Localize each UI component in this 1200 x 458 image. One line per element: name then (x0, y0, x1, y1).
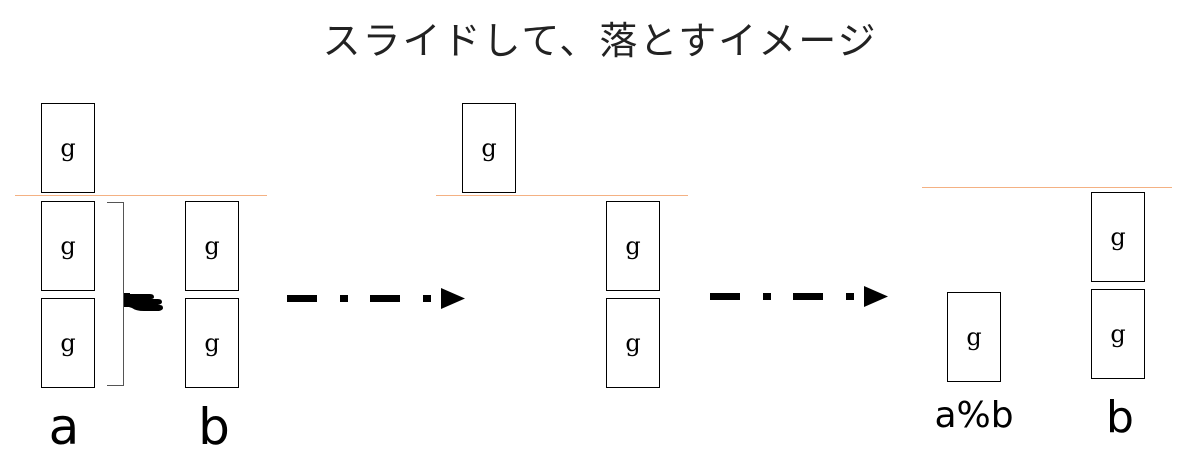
card-a-bottom: g (41, 298, 95, 388)
card-stage3-bottom: g (1091, 289, 1145, 379)
card-b-top: g (185, 201, 239, 291)
baseline-1 (15, 195, 267, 196)
dashed-arrow-icon (287, 288, 465, 309)
card-stage3-top: g (1091, 192, 1145, 282)
card-stage2-bottom: g (606, 298, 660, 388)
label-b-final: b (1106, 392, 1134, 443)
diagram-title: スライドして、落とすイメージ (322, 19, 878, 63)
label-a: a (48, 398, 80, 456)
card-a-middle: g (41, 201, 95, 291)
label-a-mod-b: a%b (934, 395, 1014, 436)
selection-bracket (107, 202, 124, 386)
label-b: b (198, 398, 230, 456)
card-stage2-middle: g (606, 201, 660, 291)
card-a-top: g (41, 103, 95, 193)
card-remainder: g (947, 292, 1001, 382)
card-stage2-top: g (462, 103, 516, 193)
baseline-2 (436, 195, 688, 196)
baseline-3 (922, 187, 1172, 188)
dashed-arrow-icon (710, 286, 888, 307)
card-b-bottom: g (185, 298, 239, 388)
pointing-hand-icon (124, 293, 163, 311)
